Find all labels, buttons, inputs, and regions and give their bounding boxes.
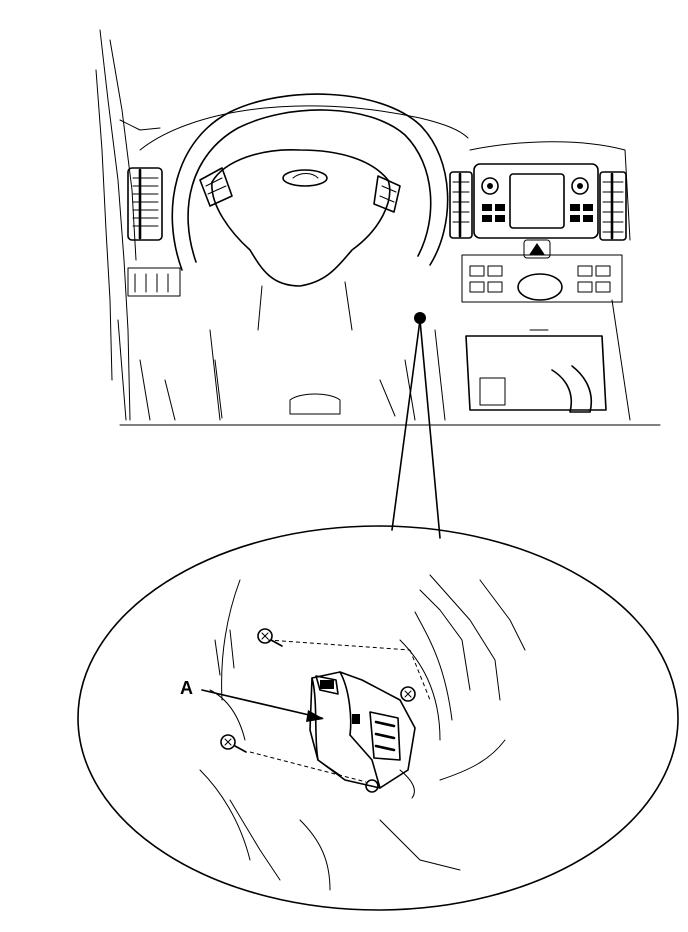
lower-left-switches (117, 267, 181, 421)
climate-control-panel (461, 254, 623, 303)
mounting-screw-3 (400, 686, 416, 702)
left-air-vent (127, 167, 163, 241)
mounting-outline (249, 639, 431, 783)
detail-callout-connector (391, 319, 441, 539)
hazard-button (523, 239, 551, 259)
detail-view-ellipse (77, 525, 679, 911)
lower-storage (465, 329, 607, 413)
cluster-hood (139, 105, 469, 151)
center-console-frame (469, 141, 631, 241)
module-switch-block (369, 711, 401, 761)
leader-arrow-a (201, 689, 324, 722)
component-a-module (309, 671, 416, 799)
dashboard-overview (95, 29, 661, 426)
location-marker (414, 312, 426, 324)
detail-view: A (180, 574, 526, 891)
detail-surroundings (199, 574, 526, 891)
lower-dash (119, 299, 661, 426)
left-pillar (95, 29, 161, 421)
audio-head-unit (473, 163, 599, 239)
mounting-screw-2 (220, 734, 247, 753)
callout-label-a: A (180, 678, 193, 698)
mounting-screw-1 (257, 628, 283, 647)
steering-wheel (171, 93, 449, 421)
right-air-vent (599, 171, 627, 241)
center-left-vent (449, 171, 473, 239)
